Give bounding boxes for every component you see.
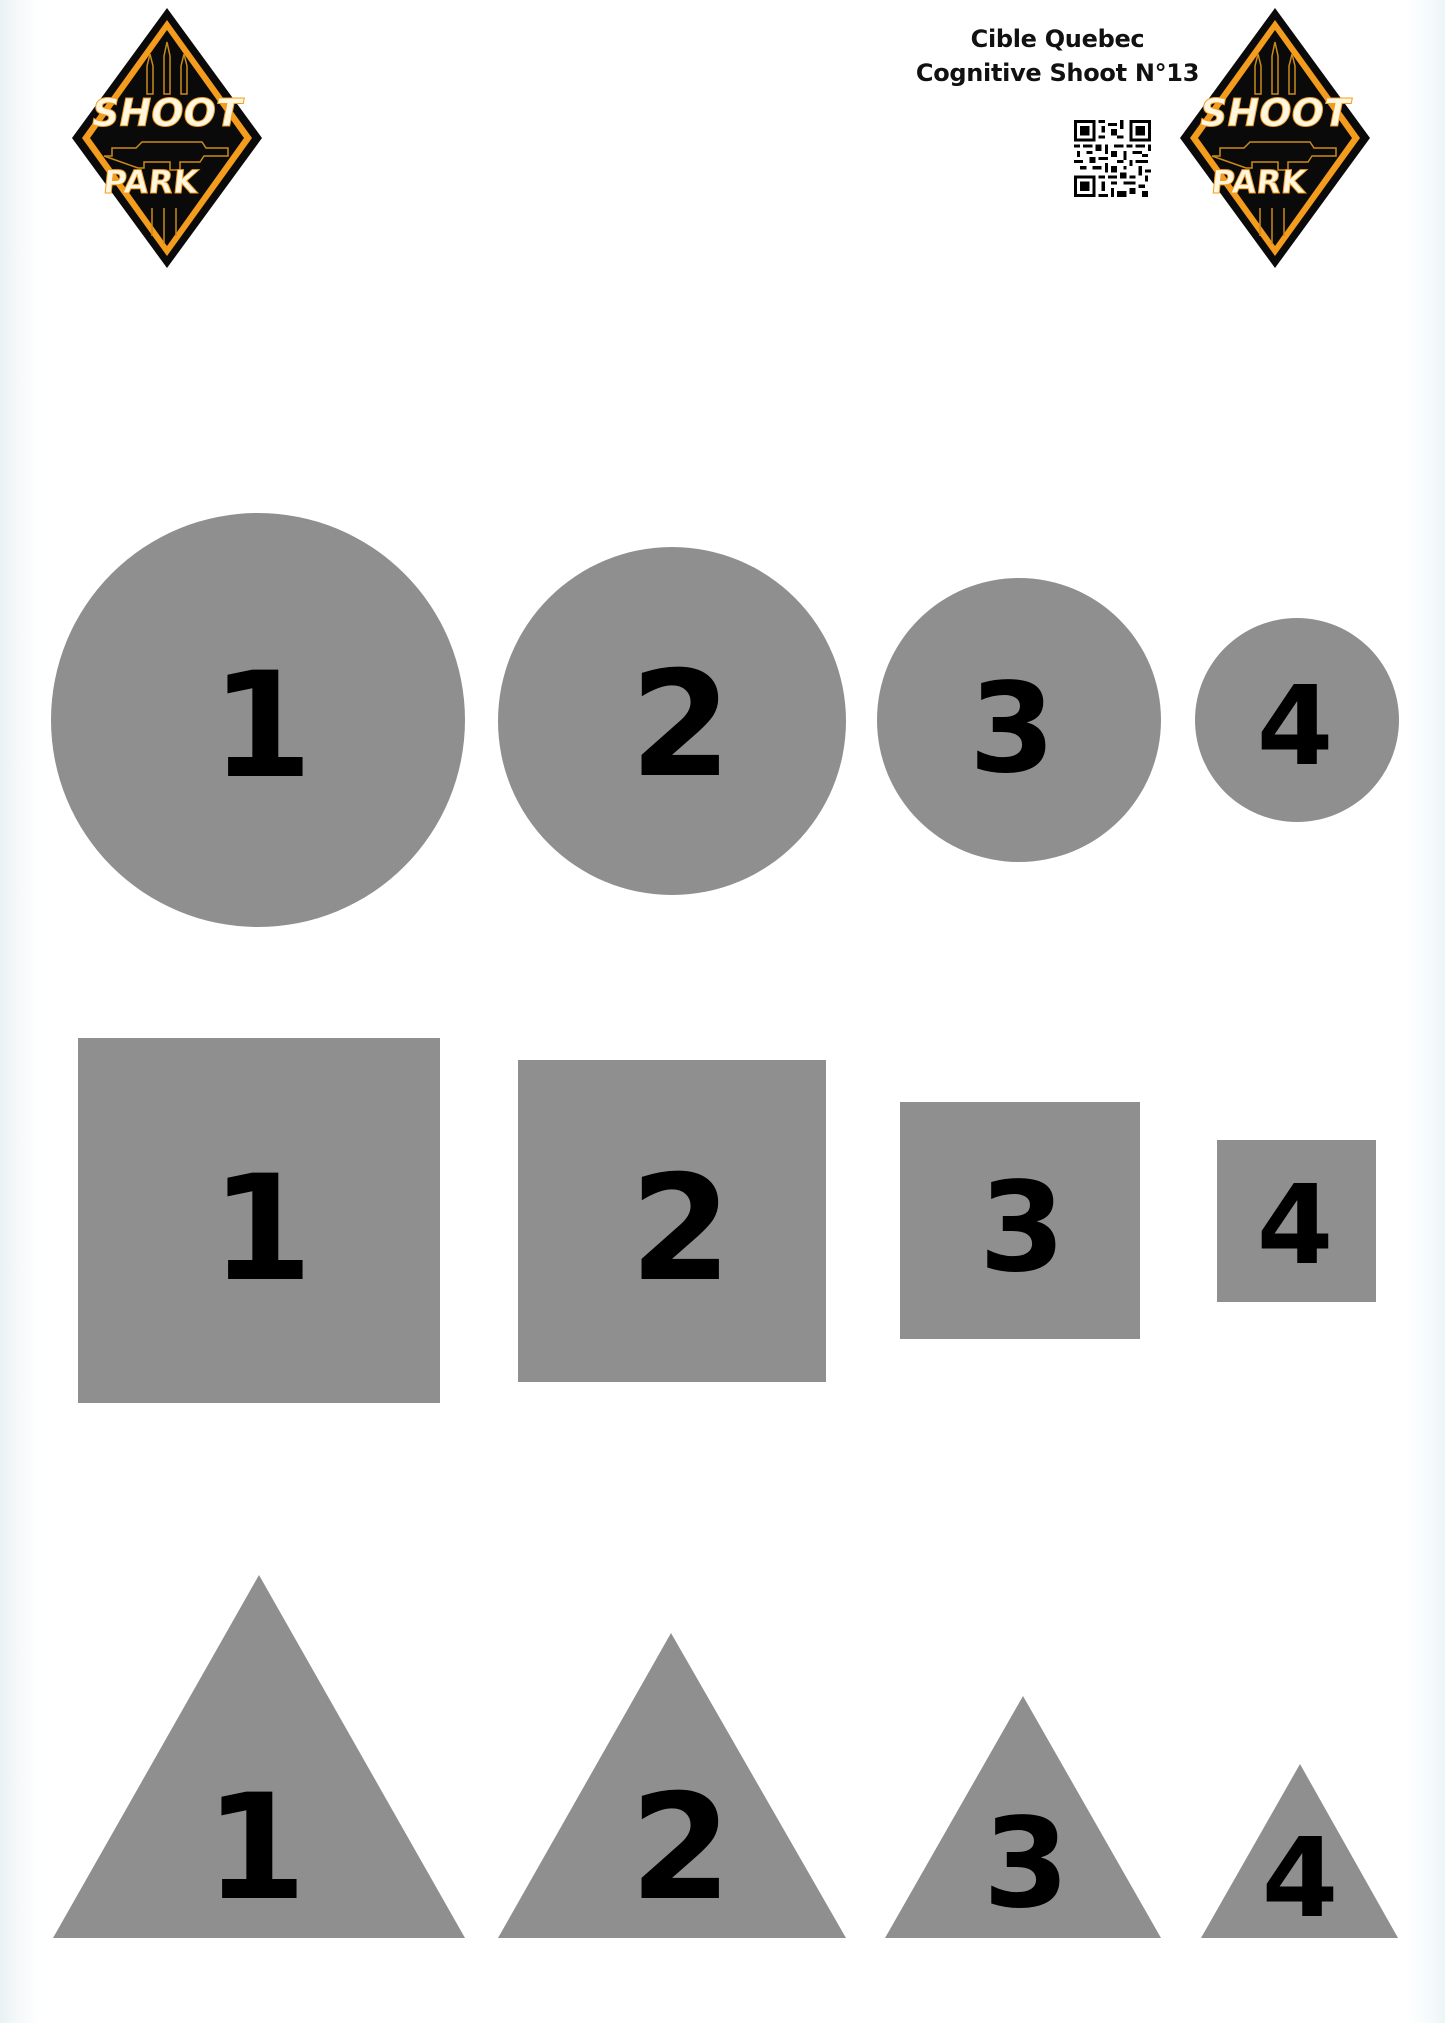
square-target-2[interactable]: 2 bbox=[518, 1060, 826, 1382]
target-number: 4 bbox=[1256, 1161, 1334, 1289]
page-edge-shadow-left bbox=[0, 0, 40, 2023]
triangle-target-4[interactable]: 4 bbox=[1201, 1764, 1398, 1938]
shoot-park-logo-left: SHOOT PARK bbox=[72, 8, 262, 268]
triangle-target-2[interactable]: 2 bbox=[498, 1633, 846, 1938]
qr-code-icon[interactable] bbox=[1074, 120, 1151, 197]
shoot-park-logo-icon: SHOOT PARK bbox=[72, 8, 262, 268]
target-number: 3 bbox=[979, 1156, 1066, 1300]
shoot-park-logo-icon: SHOOT PARK bbox=[1180, 8, 1370, 268]
page-title: Cible Quebec Cognitive Shoot N°13 bbox=[905, 22, 1210, 90]
target-number: 1 bbox=[211, 641, 313, 811]
target-number: 4 bbox=[1261, 1814, 1339, 1942]
circle-target-1[interactable]: 1 bbox=[51, 513, 465, 927]
page-edge-shadow-right bbox=[1405, 0, 1445, 2023]
title-line-2: Cognitive Shoot N°13 bbox=[915, 59, 1200, 87]
target-number: 2 bbox=[630, 1763, 732, 1933]
logo-text-shoot: SHOOT bbox=[1200, 91, 1353, 135]
target-number: 3 bbox=[969, 657, 1056, 801]
circle-target-4[interactable]: 4 bbox=[1195, 618, 1399, 822]
target-number: 1 bbox=[205, 1763, 307, 1933]
square-target-3[interactable]: 3 bbox=[900, 1102, 1140, 1339]
square-target-1[interactable]: 1 bbox=[78, 1038, 440, 1403]
circle-target-2[interactable]: 2 bbox=[498, 547, 846, 895]
target-number: 1 bbox=[211, 1144, 313, 1314]
square-target-4[interactable]: 4 bbox=[1217, 1140, 1376, 1302]
target-number: 2 bbox=[630, 1144, 732, 1314]
target-number: 3 bbox=[983, 1792, 1070, 1936]
target-number: 2 bbox=[630, 640, 732, 810]
triangle-target-3[interactable]: 3 bbox=[885, 1696, 1161, 1938]
shoot-park-logo-right: SHOOT PARK bbox=[1180, 8, 1370, 268]
circle-target-3[interactable]: 3 bbox=[877, 578, 1161, 862]
title-line-1: Cible Quebec bbox=[970, 25, 1145, 53]
target-number: 4 bbox=[1256, 662, 1334, 790]
triangle-target-1[interactable]: 1 bbox=[53, 1575, 465, 1938]
logo-text-park: PARK bbox=[1209, 163, 1309, 201]
logo-text-park: PARK bbox=[101, 163, 201, 201]
logo-text-shoot: SHOOT bbox=[92, 91, 245, 135]
